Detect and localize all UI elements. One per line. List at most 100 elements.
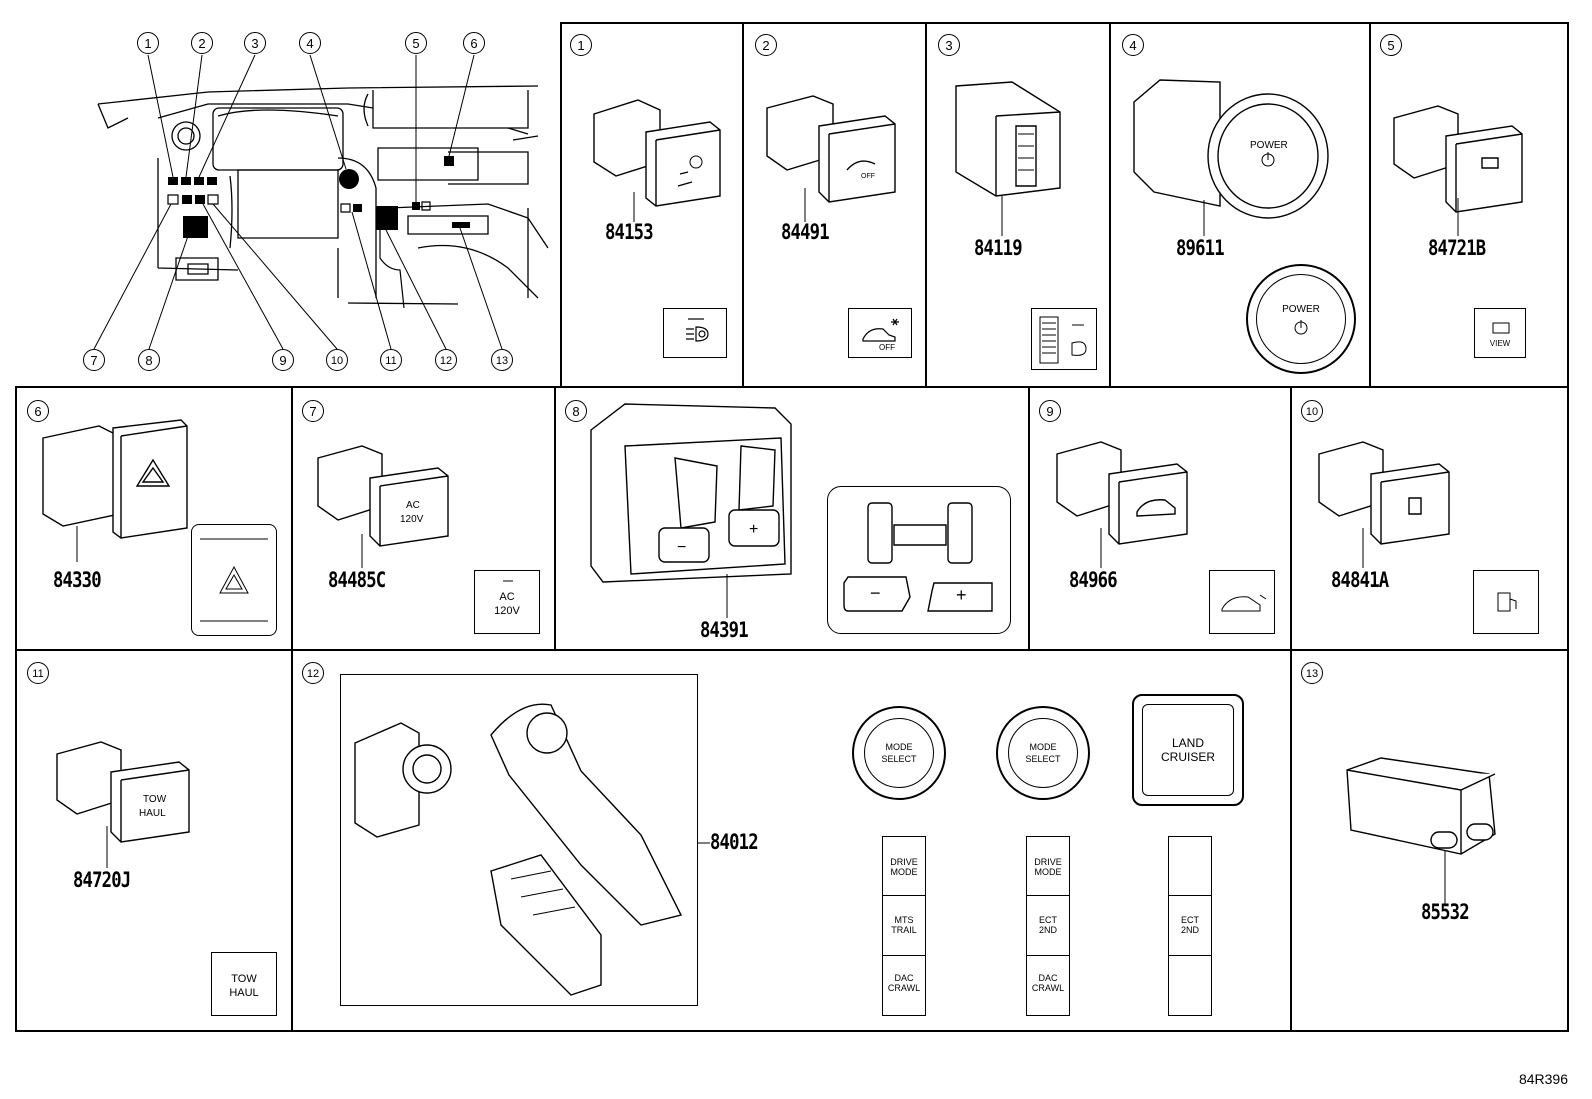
land-label: LAND <box>1171 736 1204 750</box>
overview-callout-13: 13 <box>491 349 513 371</box>
panel-3: 3 84119 <box>926 22 1110 388</box>
dac-label: DAC <box>894 973 914 983</box>
part-number: 84841A <box>1331 568 1389 592</box>
overview-callout-9: 9 <box>272 349 294 371</box>
select-label: SELECT <box>1025 754 1061 764</box>
mts-label: MTS <box>894 915 914 925</box>
power-label: POWER <box>1282 304 1320 315</box>
panel-number: 9 <box>1039 400 1061 422</box>
mode-label: MODE <box>885 742 913 752</box>
ect-label: ECT <box>1039 915 1057 925</box>
voltage-label: 120V <box>494 605 520 617</box>
panel-7: 7 AC 120V 84485C AC 120V <box>292 386 555 650</box>
part-number: 84721B <box>1428 236 1486 260</box>
svg-text:POWER: POWER <box>1250 140 1288 151</box>
panel-number: 13 <box>1301 662 1323 684</box>
view-label: VIEW <box>1489 339 1511 348</box>
part-number: 84391 <box>700 618 749 642</box>
crawl-label: CRAWL <box>1031 983 1065 993</box>
overview-callout-6: 6 <box>463 32 485 54</box>
camera-view-icon: VIEW <box>1474 308 1526 358</box>
second-label: 2ND <box>1180 925 1199 935</box>
switch-drawing <box>1291 386 1569 650</box>
trail-label: TRAIL <box>891 925 917 935</box>
panel-number: 7 <box>302 400 324 422</box>
switch-drawing: OFF <box>743 22 926 388</box>
panel-8: 8 − + 84391 − + <box>555 386 1029 650</box>
switch-drawing <box>15 386 292 650</box>
svg-text:−: − <box>677 539 686 556</box>
ect-label: ECT <box>1181 915 1199 925</box>
overview-callout-5: 5 <box>405 32 427 54</box>
overview-callout-4: 4 <box>299 32 321 54</box>
panel-number: 5 <box>1380 34 1402 56</box>
land-cruiser-badge: LAND CRUISER <box>1132 694 1244 806</box>
switch-drawing <box>926 22 1110 388</box>
switch-drawing <box>1370 22 1569 388</box>
switch-drawing: TOW HAUL <box>15 650 292 1032</box>
panel-number: 2 <box>755 34 777 56</box>
mode-select-knob-1: MODE SELECT <box>852 706 946 800</box>
panel-number: 3 <box>938 34 960 56</box>
power-button-icon: POWER <box>1246 264 1356 374</box>
tow-haul-icon: TOW HAUL <box>211 952 277 1016</box>
overview-callout-11: 11 <box>380 349 402 371</box>
switch-strip-3: ECT 2ND <box>1168 836 1212 1016</box>
second-label: 2ND <box>1038 925 1057 935</box>
overview-callout-8: 8 <box>138 349 160 371</box>
mode-label: MODE <box>890 867 918 877</box>
svg-text:HAUL: HAUL <box>139 808 166 819</box>
hazard-triangle-icon <box>191 524 277 636</box>
diagram-code: 84R396 <box>1518 1071 1568 1087</box>
panel-1: 1 84153 <box>560 22 743 388</box>
mode-label: MODE <box>1029 742 1057 752</box>
drive-label: DRIVE <box>890 857 918 867</box>
tow-label: TOW <box>231 973 257 985</box>
part-number: 89611 <box>1176 236 1225 260</box>
part-number: 84012 <box>710 830 759 854</box>
part-number: 84966 <box>1069 568 1118 592</box>
overview-callout-7: 7 <box>83 349 105 371</box>
panel-12: 12 84012 MODE SELECT MODE SELECT LAND CR… <box>292 650 1291 1032</box>
svg-text:120V: 120V <box>400 514 424 525</box>
switch-strip-1: DRIVE MODE MTS TRAIL DAC CRAWL <box>882 836 926 1016</box>
mode-label: MODE <box>1034 867 1062 877</box>
part-number: 84330 <box>53 568 102 592</box>
dimmer-wheel-icon <box>1031 308 1097 370</box>
haul-label: HAUL <box>229 987 259 999</box>
plus-label: + <box>956 585 967 605</box>
crawl-label: CRAWL <box>887 983 921 993</box>
panel-11: 11 TOW HAUL 84720J TOW HAUL <box>15 650 292 1032</box>
icon-text: OFF <box>879 343 895 352</box>
switch-drawing: AC 120V <box>292 386 555 650</box>
ac-label: AC <box>499 591 515 603</box>
panel-2: 2 OFF 84491 OFF <box>743 22 926 388</box>
svg-text:TOW: TOW <box>143 794 167 805</box>
ac-120v-icon: AC 120V <box>474 570 540 634</box>
part-number: 84720J <box>73 868 131 892</box>
part-number: 84485C <box>328 568 386 592</box>
intrusion-sensor-off-icon: OFF <box>848 308 912 358</box>
dashboard-line-drawing <box>8 8 560 386</box>
fuel-door-icon <box>1473 570 1539 634</box>
panel-9: 9 84966 <box>1029 386 1291 650</box>
panel-number: 1 <box>570 34 592 56</box>
seat-heater-control-icon: − + <box>827 486 1011 634</box>
leader-line <box>292 650 1291 1032</box>
part-number: 84153 <box>605 220 654 244</box>
panel-5: 5 84721B VIEW <box>1370 22 1569 388</box>
bottom-frame <box>15 386 1569 1032</box>
panel-10: 10 84841A <box>1291 386 1569 650</box>
back-door-icon <box>1209 570 1275 634</box>
switch-drawing <box>1029 386 1291 650</box>
part-number: 84119 <box>974 236 1023 260</box>
part-number: 85532 <box>1421 900 1470 924</box>
center-console-icon <box>341 675 699 1007</box>
dashboard-overview: 1 2 3 4 5 6 7 8 9 10 11 12 13 <box>8 8 560 386</box>
switch-drawing <box>560 22 743 388</box>
headlamp-leveling-icon <box>663 308 727 358</box>
usb-charger-icon <box>1291 650 1569 1032</box>
cruiser-label: CRUISER <box>1160 750 1215 764</box>
